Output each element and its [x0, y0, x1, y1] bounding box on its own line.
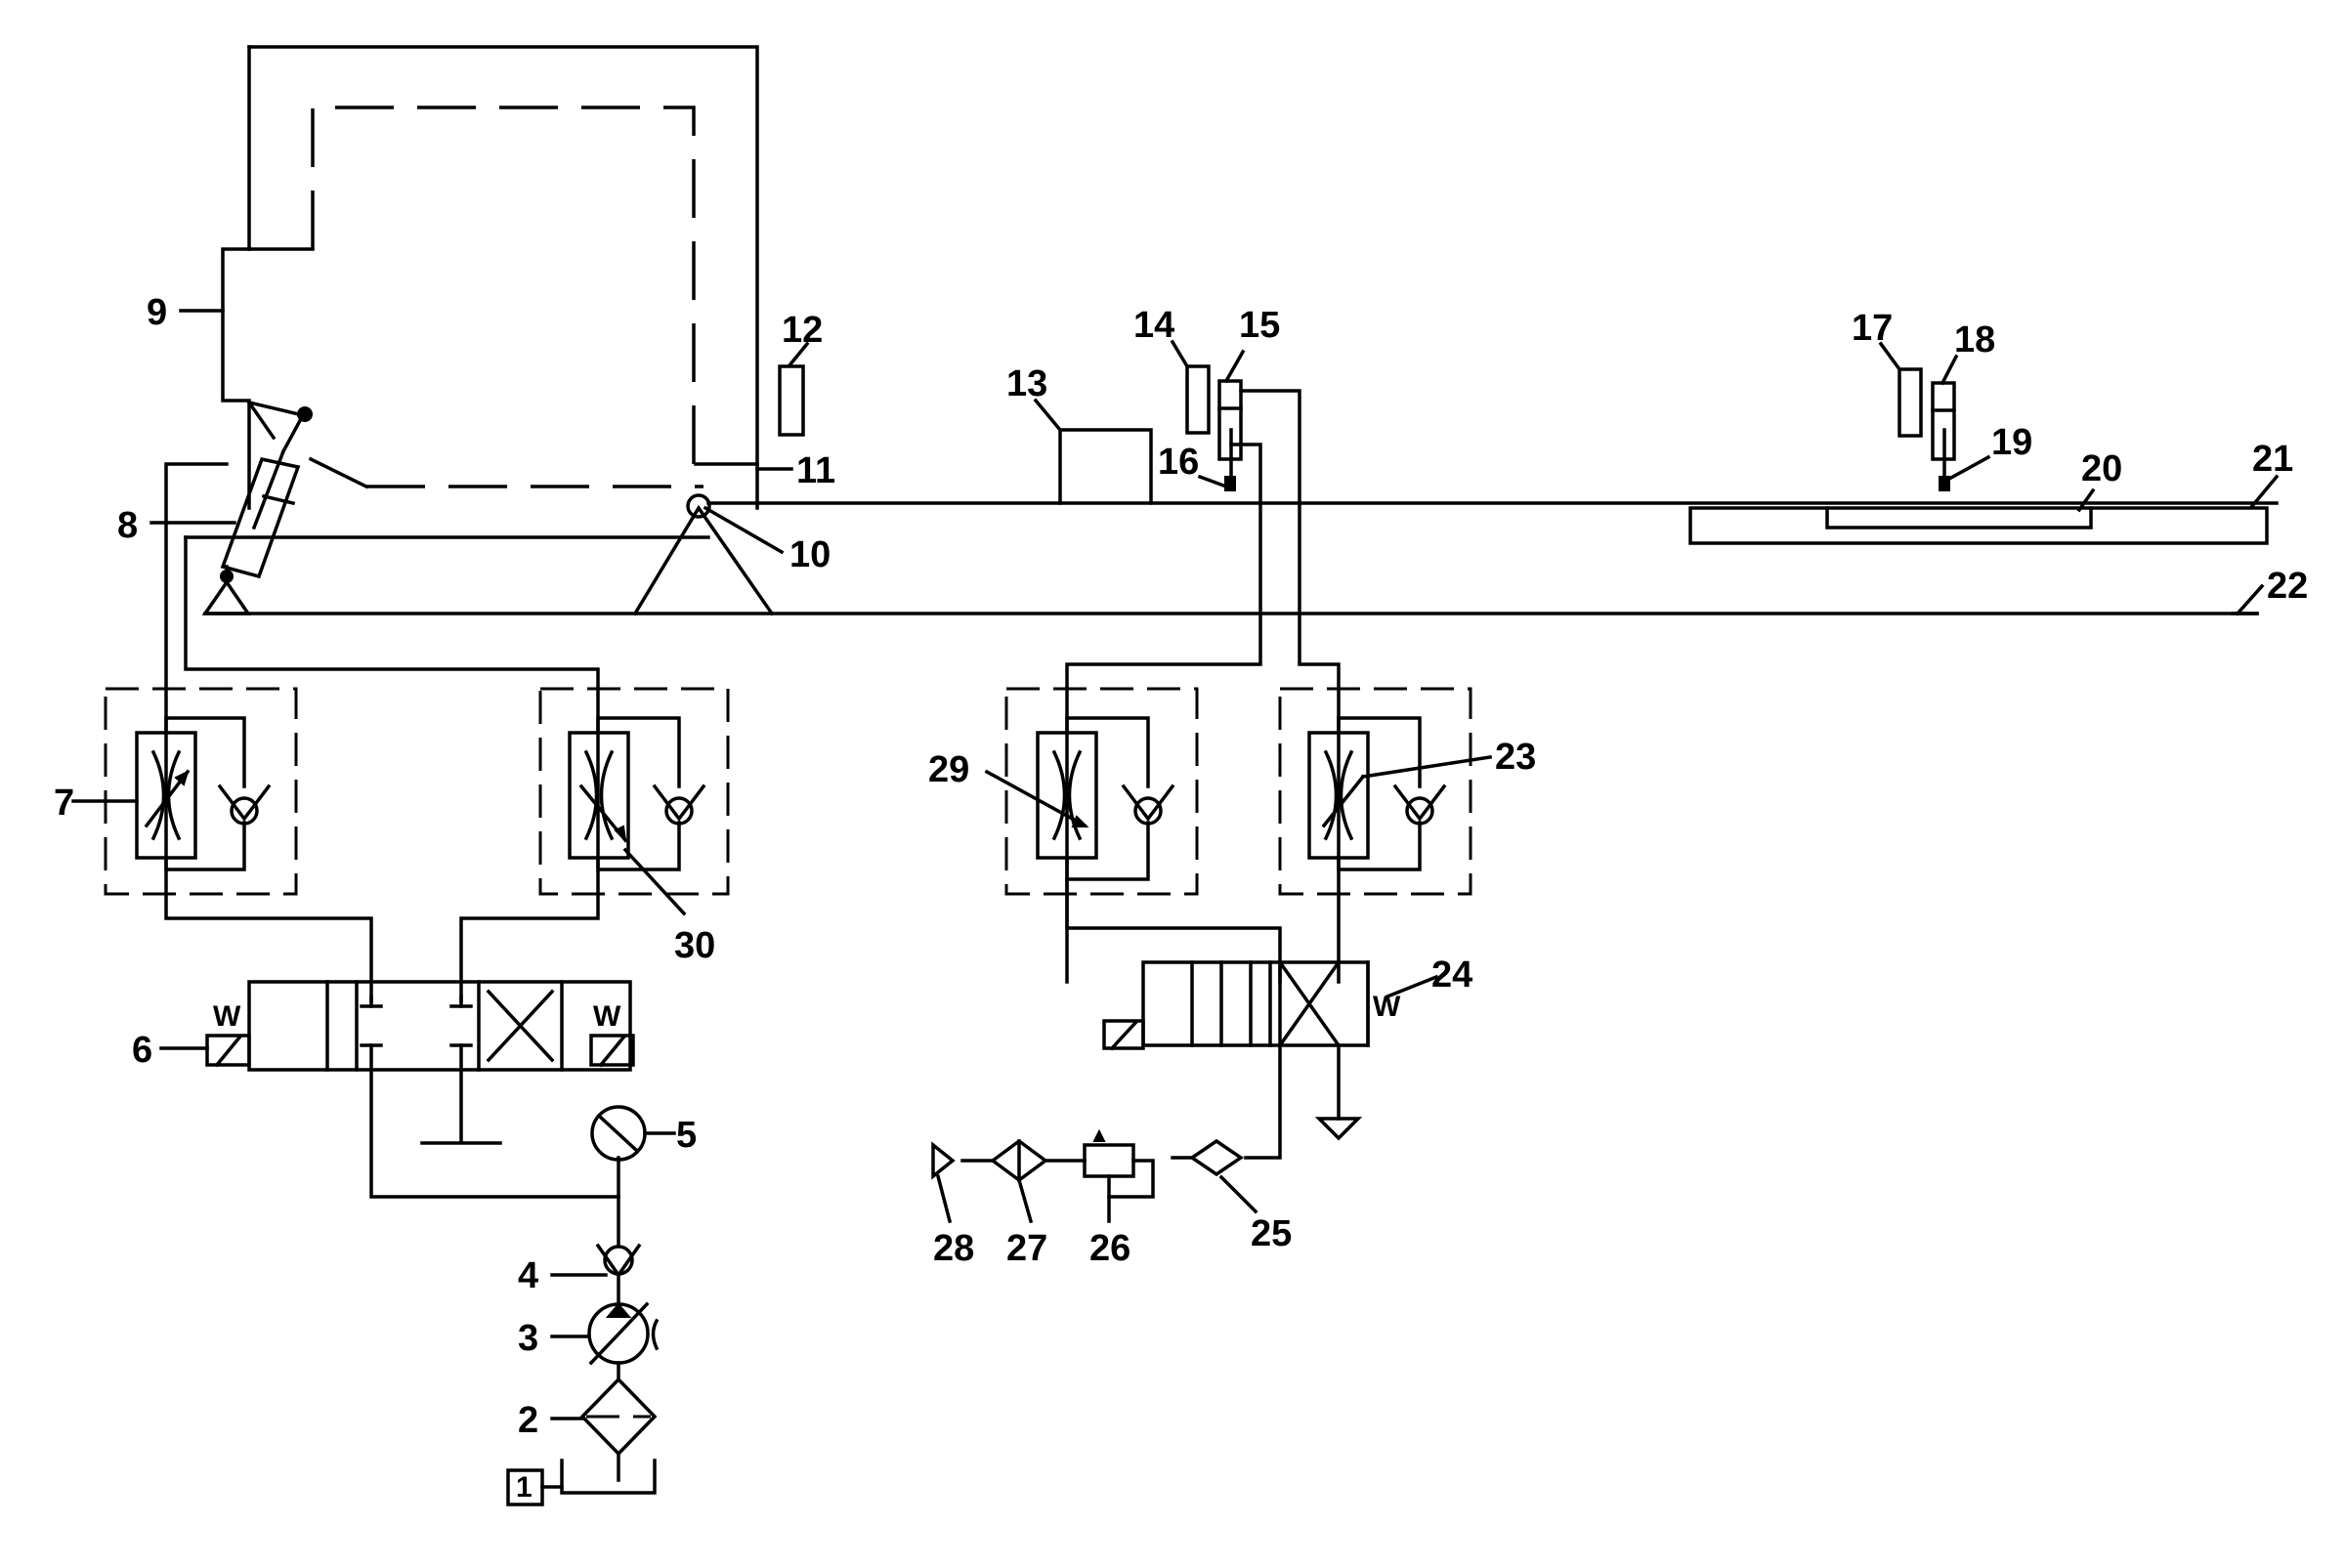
- label-28: 28: [933, 1228, 974, 1269]
- cylinder-8: 8: [117, 400, 313, 615]
- label-20: 20: [2081, 448, 2122, 489]
- label-26: 26: [1089, 1228, 1130, 1269]
- plate-20: 20: [1825, 448, 2122, 530]
- label-22: 22: [2267, 566, 2308, 607]
- cylinder-15: 15: [1217, 305, 1280, 481]
- label-24: 24: [1431, 954, 1472, 996]
- label-13: 13: [1006, 363, 1047, 404]
- label-14: 14: [1133, 305, 1174, 346]
- component-12-sensor: 12: [778, 310, 823, 437]
- door-frame: [247, 45, 759, 510]
- filter-2: 2: [518, 1377, 658, 1482]
- label-12: 12: [782, 310, 823, 351]
- label-11: 11: [796, 450, 835, 491]
- door-arm: [308, 456, 369, 489]
- label-3: 3: [518, 1318, 538, 1359]
- sensor-14: 14: [1133, 305, 1211, 435]
- throttle-check-valve-29: 29: [928, 687, 1282, 984]
- throttle-check-valve-7: 7: [54, 687, 298, 896]
- table-21: 21: [1688, 439, 2293, 545]
- pin-19: 19: [1939, 422, 2032, 491]
- label-8: 8: [117, 505, 138, 546]
- label-29: 29: [928, 749, 969, 790]
- label-18: 18: [1954, 319, 1995, 360]
- base-rails: 22: [184, 501, 2308, 616]
- gauge-5: 5: [590, 1105, 697, 1162]
- pneumatic-lines: [1065, 389, 1341, 984]
- component-11-plate: 11: [694, 450, 835, 491]
- air-source-28: 28: [931, 1141, 974, 1269]
- directional-valve-24: W 24: [1102, 954, 1472, 1160]
- label-1: 1: [516, 1471, 533, 1504]
- label-7: 7: [54, 783, 74, 824]
- lubricator-27: 27: [960, 1138, 1048, 1269]
- regulator-26: 26: [1044, 1128, 1155, 1269]
- pivot-10: 10: [632, 493, 831, 616]
- label-6: 6: [132, 1030, 152, 1071]
- label-15: 15: [1239, 305, 1280, 346]
- label-19: 19: [1991, 422, 2032, 463]
- cylinder-18: 18: [1931, 319, 1995, 481]
- sensor-17: 17: [1852, 308, 1923, 438]
- throttle-check-valve-23: 23: [1278, 687, 1536, 896]
- check-valve-4: 4: [518, 1243, 642, 1306]
- component-9-bracket: 9: [147, 247, 251, 403]
- throttle-check-valve-30: 30: [538, 687, 730, 966]
- label-10: 10: [789, 534, 831, 575]
- filter-25: 25: [1171, 1138, 1292, 1254]
- label-23: 23: [1495, 737, 1536, 778]
- pin-16: 16: [1158, 442, 1236, 491]
- label-2: 2: [518, 1400, 538, 1441]
- spring-mark-6-right: W: [593, 1000, 621, 1033]
- label-17: 17: [1852, 308, 1893, 349]
- label-16: 16: [1158, 442, 1199, 483]
- component-13-box: 13: [1006, 363, 1153, 505]
- label-27: 27: [1006, 1228, 1047, 1269]
- spring-mark-6-left: W: [213, 1000, 241, 1033]
- label-9: 9: [147, 292, 167, 333]
- label-4: 4: [518, 1255, 538, 1296]
- label-30: 30: [674, 925, 715, 966]
- label-25: 25: [1251, 1213, 1292, 1254]
- label-5: 5: [676, 1115, 697, 1156]
- tank-1: 1: [506, 1459, 657, 1506]
- directional-valve-6: W W 6: [132, 980, 635, 1199]
- pump-3: 3: [518, 1301, 660, 1381]
- label-21: 21: [2252, 439, 2293, 480]
